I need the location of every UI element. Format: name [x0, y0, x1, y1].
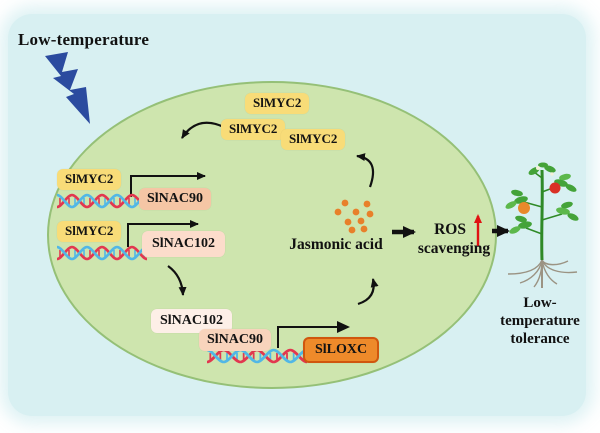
outcome-line-2: temperature: [500, 313, 580, 329]
dna-helix-icon: [57, 245, 147, 261]
myc2-box-nac102-promoter: SlMYC2: [57, 221, 122, 242]
cycle-arrow-bottom-up: [357, 278, 379, 306]
jasmonic-acid-dots: [334, 199, 374, 234]
plant-roots: [507, 259, 578, 288]
dna-helix-icon: [57, 193, 147, 209]
myc2-box-cluster-2: SlMYC2: [221, 119, 286, 140]
tomato-fruit-red: [549, 182, 561, 194]
plant-flower: [536, 166, 540, 170]
myc2-box-cluster-1: SlMYC2: [245, 93, 310, 114]
transcription-arrow-loxc: [277, 321, 350, 348]
outcome-line-1: Low-: [523, 295, 557, 311]
nac102-bottom-box: SlNAC102: [151, 309, 233, 334]
plant-flower: [550, 172, 554, 176]
cycle-arrow-ja-to-myc2: [356, 153, 375, 188]
tomato-fruit-orange: [518, 202, 530, 214]
myc2-box-cluster-3: SlMYC2: [281, 129, 346, 150]
ros-scavenging-label: scavenging: [417, 240, 491, 257]
transcription-arrow-nac102: [127, 220, 199, 247]
cycle-arrow-left-down: [167, 265, 187, 296]
stimulus-label: Low-temperature: [18, 30, 150, 49]
outcome-label: Low- temperature tolerance: [487, 294, 593, 348]
nac90-bottom-box: SlNAC90: [199, 329, 272, 352]
myc2-box-nac90-promoter: SlMYC2: [57, 169, 122, 190]
loxc-box: SlLOXC: [303, 337, 380, 364]
jasmonic-acid-label: Jasmonic acid: [289, 236, 383, 253]
nac102-box: SlNAC102: [142, 231, 226, 258]
plant-stem: [540, 169, 544, 261]
tomato-plant-icon: [505, 162, 579, 288]
nac90-box: SlNAC90: [139, 188, 212, 211]
outcome-line-3: tolerance: [510, 331, 570, 347]
transcription-arrow-nac90: [130, 172, 206, 197]
ros-label: ROS: [434, 221, 466, 238]
lightning-icon: [45, 52, 90, 124]
